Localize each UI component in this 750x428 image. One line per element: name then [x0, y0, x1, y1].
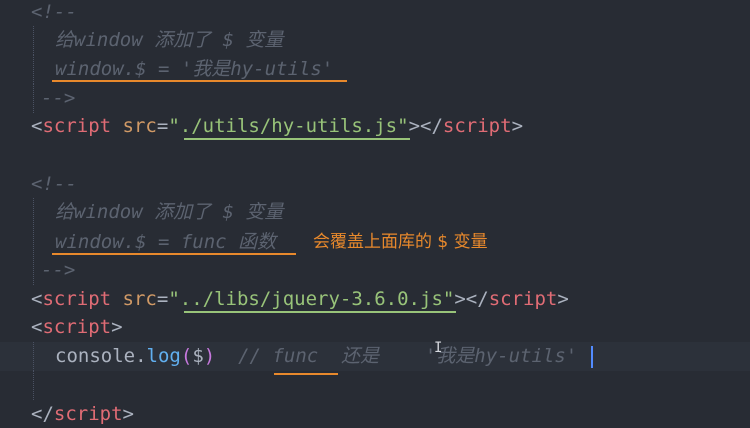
comment-close: -->	[41, 259, 76, 281]
annotation-text: 会覆盖上面库的 $ 变量	[313, 232, 488, 252]
code-line-13-active[interactable]: console.log($) // func 还是 '我是hy-utils'	[0, 342, 750, 375]
indent-guide	[33, 371, 34, 400]
console-log-statement: console.log($) // func 还是 '我是hy-utils'	[55, 345, 578, 367]
text-caret	[591, 346, 593, 368]
annotation-underline	[274, 373, 338, 375]
comment-note-2: 给window 添加了 $ 变量	[55, 201, 284, 223]
src-value-jquery: ../libs/jquery-3.6.0.js	[179, 288, 443, 310]
code-line-9: window.$ = func 函数 会覆盖上面库的 $ 变量	[0, 228, 750, 257]
code-line-7: <!--	[0, 170, 750, 199]
code-line-11: <script src="../libs/jquery-3.6.0.js"></…	[0, 285, 750, 314]
code-line-15: </script>	[0, 400, 750, 428]
annotation-underline	[52, 80, 347, 82]
comment-open: <!--	[31, 173, 77, 195]
code-line-12: <script>	[0, 313, 750, 342]
comment-assign-2: window.$ = func 函数	[55, 231, 277, 253]
indent-guide	[33, 84, 34, 113]
script-tag-jquery: <script src="../libs/jquery-3.6.0.js"></…	[31, 288, 569, 310]
code-line-8: 给window 添加了 $ 变量	[0, 198, 750, 227]
src-underline	[184, 311, 456, 313]
comment-open: <!--	[31, 1, 77, 23]
comment-assign-1: window.$ = '我是hy-utils'	[55, 58, 334, 80]
indent-guide	[33, 256, 34, 285]
indent-guide	[33, 228, 34, 257]
script-tag-utils: <script src="./utils/hy-utils.js"></scri…	[31, 115, 524, 137]
inline-comment: // func 还是 '我是hy-utils'	[238, 345, 578, 367]
indent-guide	[33, 342, 34, 371]
code-line-5: <script src="./utils/hy-utils.js"></scri…	[0, 112, 750, 141]
indent-guide	[33, 26, 34, 55]
code-line-14	[0, 371, 750, 400]
annotation-underline	[52, 253, 296, 255]
comment-note-1: 给window 添加了 $ 变量	[55, 29, 284, 51]
code-line-3: window.$ = '我是hy-utils'	[0, 55, 750, 84]
indent-guide	[33, 55, 34, 84]
src-underline	[184, 138, 410, 140]
script-close-tag: </script>	[31, 403, 134, 425]
text-cursor-icon: I	[434, 340, 443, 356]
code-line-1: <!--	[0, 0, 750, 27]
indent-guide	[33, 198, 34, 227]
code-line-4: -->	[0, 84, 750, 113]
code-line-2: 给window 添加了 $ 变量	[0, 26, 750, 55]
code-line-10: -->	[0, 256, 750, 285]
script-open-tag: <script>	[31, 316, 123, 338]
code-line-6	[0, 141, 750, 170]
comment-close: -->	[41, 87, 76, 109]
src-value-utils: ./utils/hy-utils.js	[179, 115, 398, 137]
